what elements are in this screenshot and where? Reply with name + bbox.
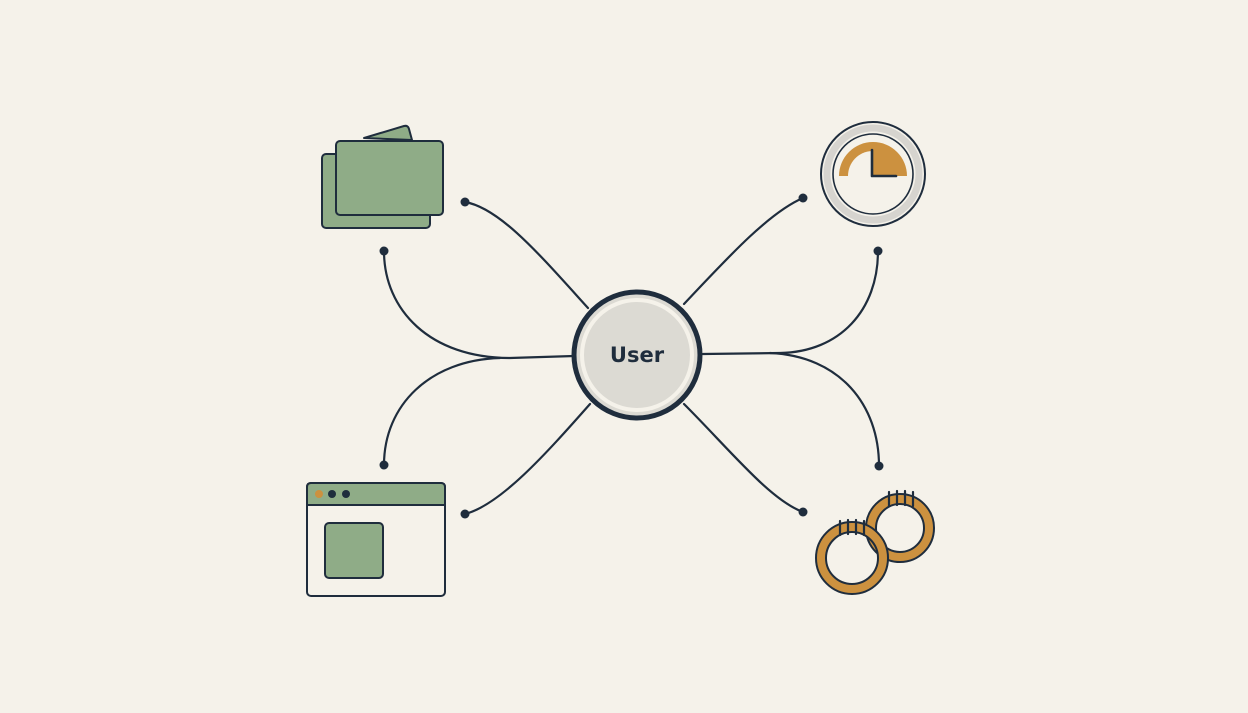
connector-time-primary <box>682 196 805 306</box>
hub-inner-ring <box>580 298 694 412</box>
hub-label: User <box>610 343 665 367</box>
hub-node[interactable]: User <box>571 289 703 421</box>
endpoint-dot <box>798 193 808 203</box>
endpoint-dot <box>873 246 883 256</box>
connector-scheduling-secondary <box>768 351 881 468</box>
stacked-cards-icon <box>321 124 444 229</box>
connector-scheduling-primary <box>682 402 805 514</box>
hub-circle <box>571 289 703 421</box>
connector-files-secondary <box>382 249 576 360</box>
endpoint-dot <box>460 197 470 207</box>
connector-window-secondary <box>382 356 502 467</box>
endpoint-dot <box>379 460 389 470</box>
browser-window-icon <box>306 482 446 597</box>
endpoint-dot <box>460 509 470 519</box>
endpoint-dot <box>379 246 389 256</box>
endpoints <box>379 193 884 519</box>
connector-time-secondary <box>701 249 880 356</box>
connectors <box>382 196 881 516</box>
calendar-rings-icon <box>815 489 935 595</box>
connector-files-primary <box>463 200 590 310</box>
connector-window-primary <box>463 402 592 516</box>
endpoint-dot <box>798 507 808 517</box>
clock-icon <box>820 121 926 227</box>
endpoint-dot <box>874 461 884 471</box>
